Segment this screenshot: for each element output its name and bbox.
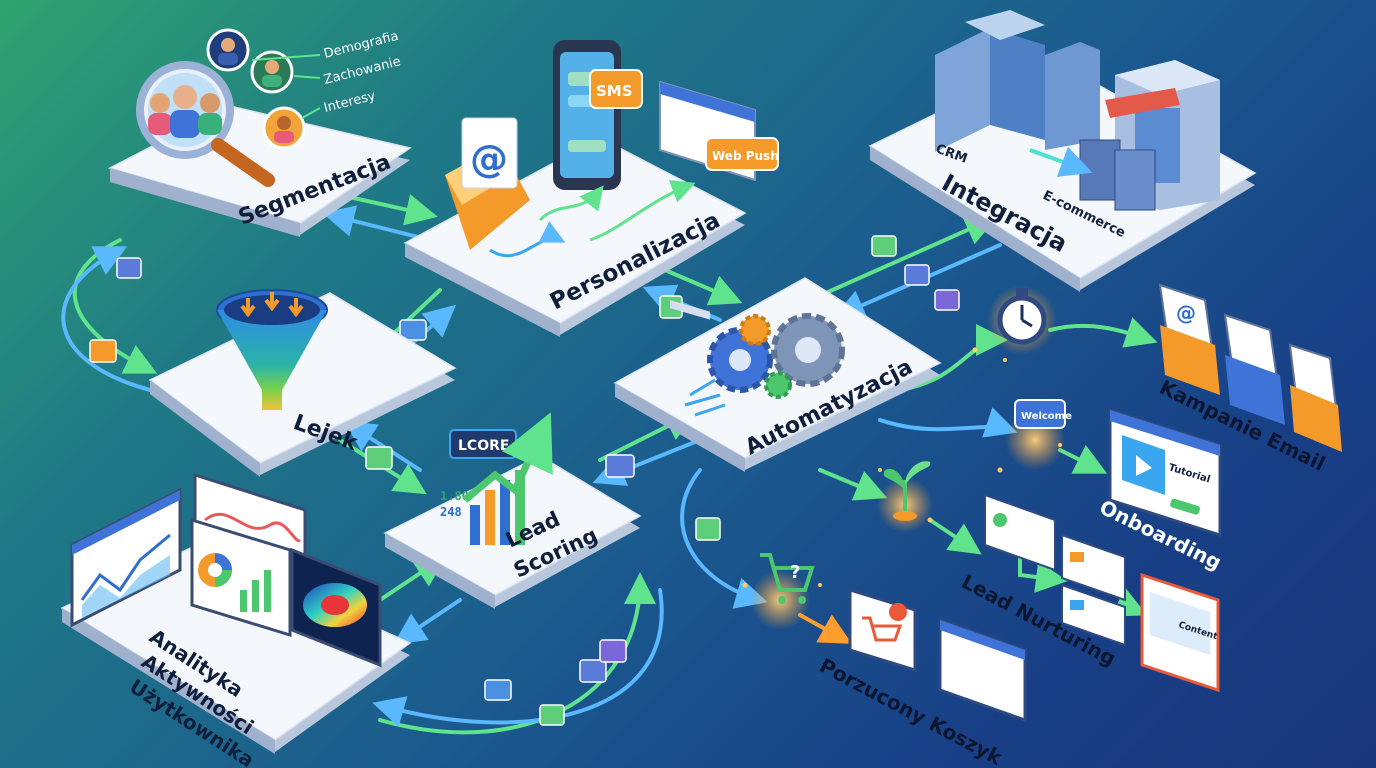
node-analityka: Analityka Aktywności Użytkownika	[60, 472, 412, 768]
growth-chart-icon: LCORE 1.80 248	[440, 412, 553, 545]
tutorial-screen-icon: Tutorial	[1108, 407, 1222, 538]
web-push-label: Web Push	[712, 149, 779, 163]
nurturing-cards: Content	[984, 493, 1220, 693]
lead-score-badge: LCORE	[458, 438, 509, 454]
node-personalizacja: SMS @ Web Push Personalizacja	[403, 40, 779, 337]
node-segmentacja: Demografia Zachowanie Interesy Segmentac…	[107, 28, 412, 237]
magnifier-people-icon	[136, 61, 275, 187]
cart-question: ?	[790, 562, 800, 583]
welcome-badge: Welcome	[1021, 411, 1072, 422]
funnel-icon	[216, 289, 328, 410]
email-docs-icon: @	[1158, 283, 1342, 452]
segment-item-interesy: Interesy	[322, 89, 377, 116]
avatar-interesy	[262, 106, 306, 150]
web-push-icon: Web Push	[659, 80, 779, 320]
sparkles	[742, 347, 1062, 588]
buildings-servers-icon	[935, 10, 1220, 211]
avatar-zachowanie	[250, 50, 294, 94]
stopwatch-icon	[997, 288, 1047, 345]
sms-label: SMS	[596, 82, 633, 100]
segment-connectors	[251, 54, 321, 119]
cart-icon: ?	[760, 553, 815, 604]
node-lead-scoring: LCORE 1.80 248 Lead Scoring	[383, 412, 642, 609]
envelope-phone-icon: SMS @	[445, 40, 643, 250]
node-lejek: Lejek	[148, 289, 457, 477]
personalization-branches	[489, 180, 696, 258]
sprout-icon	[883, 461, 931, 521]
lead-score-num2: 248	[440, 505, 462, 519]
gears-icon	[684, 313, 845, 417]
kampanie-at: @	[1176, 301, 1196, 325]
email-at-symbol: @	[470, 137, 508, 181]
data-packets	[89, 235, 960, 726]
dashboard-icon	[70, 472, 382, 668]
avatar-demografia	[206, 28, 250, 72]
lead-score-num1: 1.80	[440, 489, 469, 503]
node-integracja: CRM E-commerce Integracja	[868, 10, 1257, 292]
